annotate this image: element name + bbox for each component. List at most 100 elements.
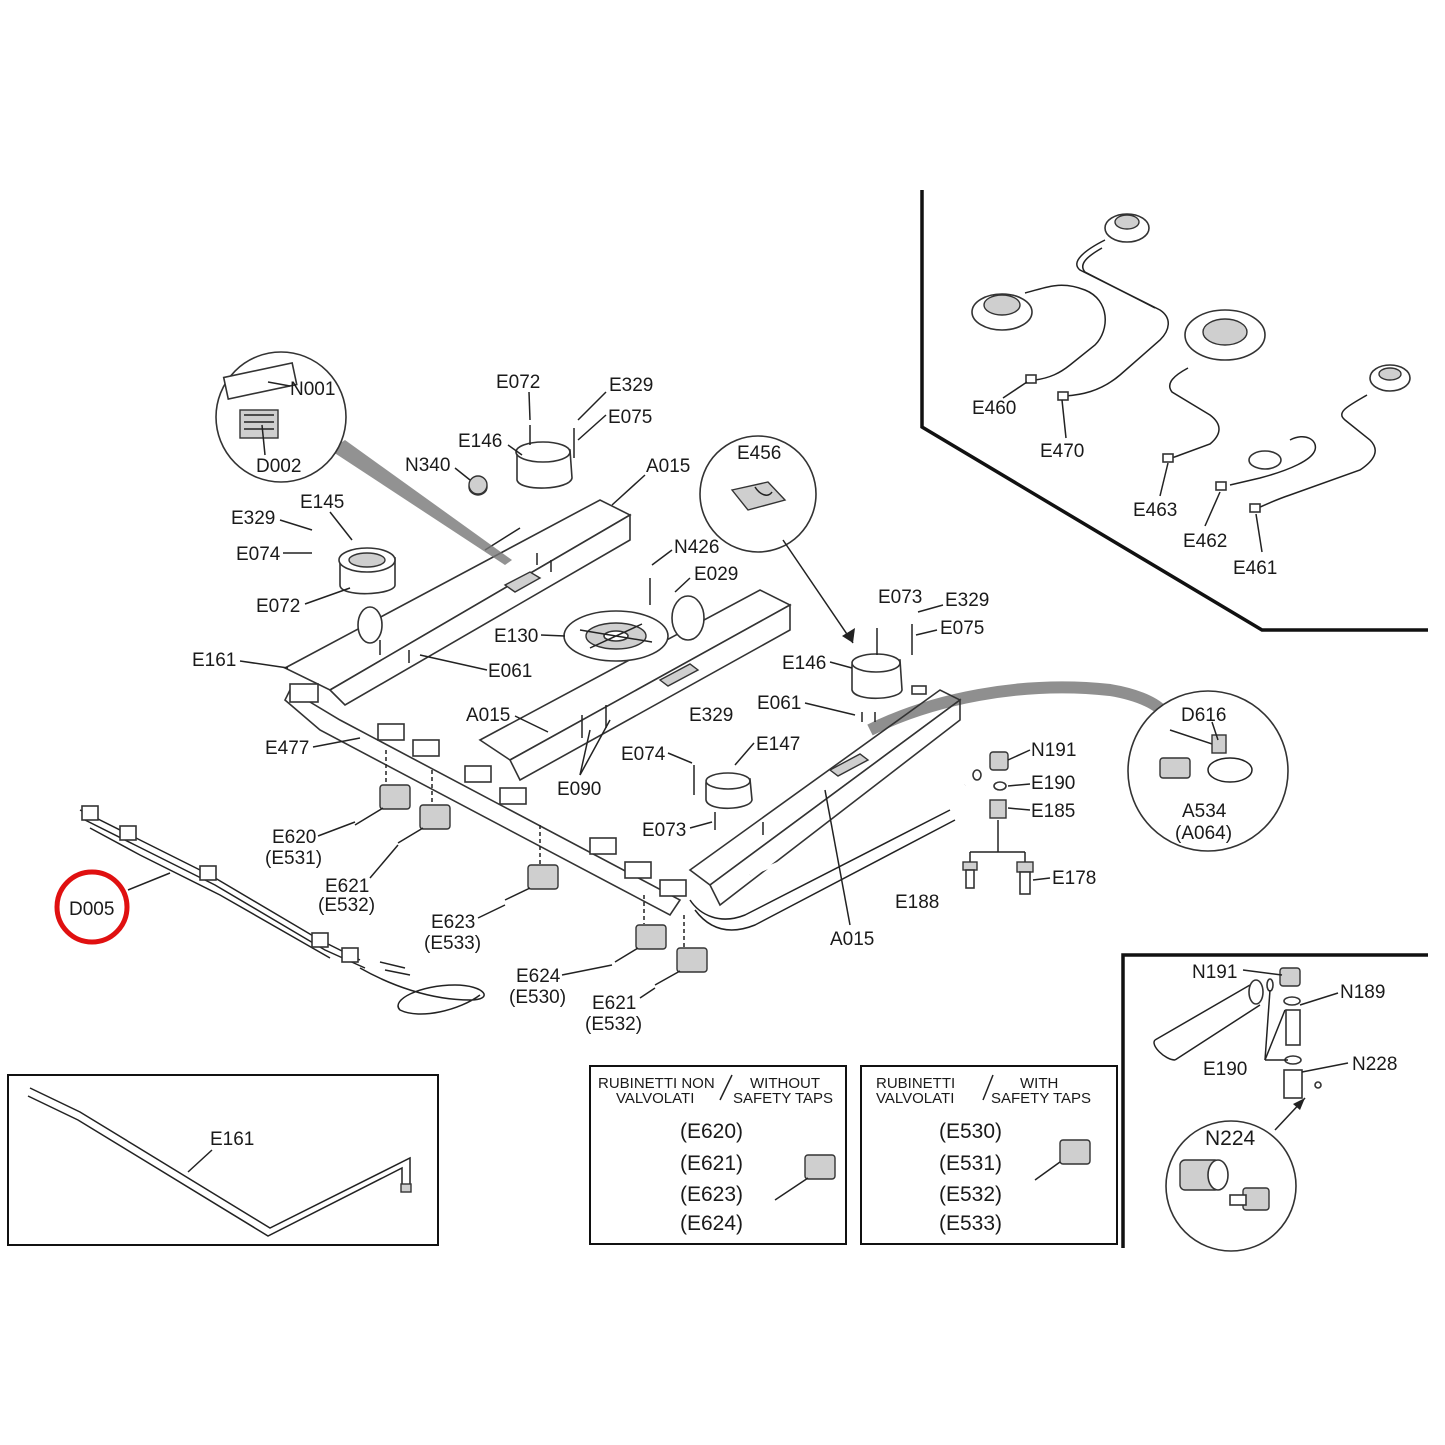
burner-E130	[563, 578, 705, 662]
tap-E623	[504, 825, 559, 901]
label-E146-top: E146	[458, 431, 502, 452]
label-A015-bottom: A015	[830, 929, 874, 950]
label-E532-b: (E532)	[585, 1014, 642, 1035]
taps-with-en-2: SAFETY TAPS	[991, 1090, 1091, 1107]
label-E190-br: E190	[1203, 1059, 1247, 1080]
taps-without-code-4: (E624)	[680, 1212, 743, 1235]
label-N340: N340	[405, 455, 450, 476]
ignition-harness-D005	[79, 805, 485, 1015]
taps-with-code-1: (E530)	[939, 1120, 1002, 1143]
label-E329-right: E329	[945, 590, 989, 611]
label-N191-mid: N191	[1031, 740, 1076, 761]
label-E072-left: E072	[256, 596, 300, 617]
label-N191-br: N191	[1192, 962, 1237, 983]
label-E161-box: E161	[210, 1129, 254, 1150]
burner-mini	[1215, 436, 1317, 491]
inset-E161	[7, 1074, 439, 1246]
label-E470: E470	[1040, 441, 1084, 462]
label-E530-a: (E530)	[509, 987, 566, 1008]
label-A015-mid: A015	[466, 705, 510, 726]
label-E477: E477	[265, 738, 309, 759]
legend-taps-without	[589, 1065, 847, 1245]
burner-right	[1249, 364, 1411, 513]
label-E145: E145	[300, 492, 344, 513]
front-brackets	[289, 683, 687, 897]
label-E075-right: E075	[940, 618, 984, 639]
label-E620: E620	[272, 827, 316, 848]
taps-without-it-2: VALVOLATI	[616, 1090, 694, 1107]
taps-with-it-1: RUBINETTI	[876, 1075, 955, 1092]
taps-without-code-3: (E623)	[680, 1183, 743, 1206]
label-N426: N426	[674, 537, 719, 558]
label-A064: (A064)	[1175, 823, 1232, 844]
label-E329-mid: E329	[689, 705, 733, 726]
label-E061-left: E061	[488, 661, 532, 682]
label-E061-right: E061	[757, 693, 801, 714]
burner-E146-right	[851, 624, 927, 700]
pins-E090	[379, 553, 876, 835]
label-E130: E130	[494, 626, 538, 647]
legend-text-without: RUBINETTI NON VALVOLATI WITHOUT SAFETY T…	[598, 1075, 833, 1235]
zoom-N001-D002	[215, 351, 512, 565]
label-E621-b: E621	[592, 993, 636, 1014]
label-E073-right: E073	[878, 587, 922, 608]
burner-E147	[693, 765, 753, 830]
label-E188: E188	[895, 892, 939, 913]
label-E185: E185	[1031, 801, 1075, 822]
label-N224: N224	[1205, 1127, 1256, 1150]
taps-with-it-2: VALVOLATI	[876, 1090, 954, 1107]
label-E461: E461	[1233, 558, 1277, 579]
label-E623: E623	[431, 912, 475, 933]
label-E463: E463	[1133, 500, 1177, 521]
zoom-D616-A534	[1127, 690, 1289, 852]
label-E621-a: E621	[325, 876, 369, 897]
taps-without-code-1: (E620)	[680, 1120, 743, 1143]
inset-fittings	[1121, 953, 1428, 1252]
taps-with-code-3: (E532)	[939, 1183, 1002, 1206]
label-E190-mid: E190	[1031, 773, 1075, 794]
taps-without-en-2: SAFETY TAPS	[733, 1090, 833, 1107]
n340-fitting	[468, 475, 488, 495]
label-E460: E460	[972, 398, 1016, 419]
label-E146-right: E146	[782, 653, 826, 674]
label-E073-mid: E073	[642, 820, 686, 841]
highlight-circle-D005	[54, 869, 130, 945]
legend-text-with: RUBINETTI VALVOLATI WITH SAFETY TAPS (E5…	[876, 1075, 1091, 1235]
label-N228: N228	[1352, 1054, 1397, 1075]
label-N001: N001	[290, 379, 335, 400]
label-E178: E178	[1052, 868, 1096, 889]
label-E533-a: (E533)	[424, 933, 481, 954]
label-E074-mid: E074	[621, 744, 666, 765]
taps-without-en-1: WITHOUT	[750, 1075, 820, 1092]
label-E147: E147	[756, 734, 800, 755]
label-E090: E090	[557, 779, 601, 800]
taps-with-code-2: (E531)	[939, 1152, 1002, 1175]
burner-large	[1162, 309, 1266, 463]
fittings-mid	[962, 751, 1034, 895]
label-E329-left: E329	[231, 508, 275, 529]
label-E532-a: (E532)	[318, 895, 375, 916]
label-E075-top: E075	[608, 407, 652, 428]
tap-E624	[614, 895, 667, 963]
legend-taps-with	[860, 1065, 1118, 1245]
burner-small-left	[971, 284, 1106, 384]
label-E329-top: E329	[609, 375, 653, 396]
tap-E621-b	[654, 915, 708, 986]
burner-top	[1057, 213, 1169, 401]
taps-without-it-1: RUBINETTI NON	[598, 1075, 715, 1092]
label-E029: E029	[694, 564, 738, 585]
gas-taps	[354, 750, 708, 986]
leader-lines	[127, 381, 1349, 1073]
label-D616: D616	[1181, 705, 1226, 726]
label-E074-left: E074	[236, 544, 281, 565]
label-E462: E462	[1183, 531, 1227, 552]
label-A534: A534	[1182, 801, 1227, 822]
label-A015-top: A015	[646, 456, 690, 477]
taps-with-code-4: (E533)	[939, 1212, 1002, 1235]
taps-with-en-1: WITH	[1020, 1075, 1058, 1092]
tap-E620	[354, 750, 411, 826]
tap-E621-a	[397, 770, 451, 844]
label-N189: N189	[1340, 982, 1385, 1003]
inset-burner-pipes: E460 E470 E463 E462 E461	[920, 190, 1428, 632]
burner-E145	[338, 547, 396, 644]
